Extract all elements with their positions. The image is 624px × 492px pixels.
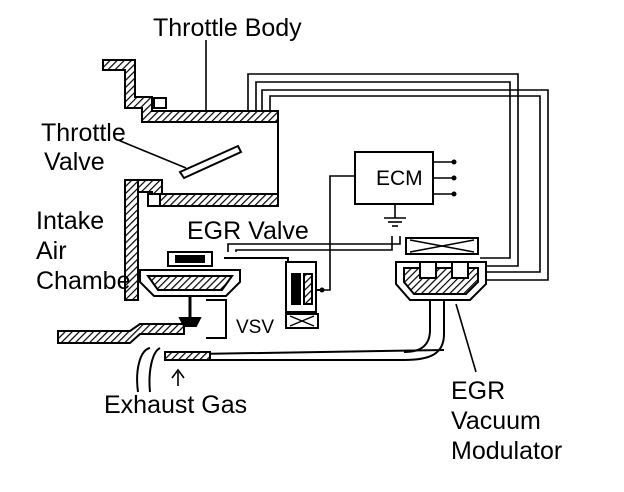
throttle-valve-label-line1: Throttle (41, 119, 126, 147)
egr-vacuum-modulator (210, 237, 487, 361)
intake-air-chamber-label-line1: Intake (36, 207, 105, 235)
throttle-valve-label-line2: Valve (44, 148, 105, 176)
throttle-valve-plate (117, 139, 243, 180)
intake-duct (102, 59, 279, 301)
leader-lines (171, 303, 477, 386)
egr-vacuum-modulator-label-line2: Vacuum (451, 407, 541, 435)
vsv-label: VSV (236, 317, 275, 338)
egr-valve-label: EGR Valve (187, 217, 309, 245)
intake-air-chamber-label-line3: Chambe (36, 267, 131, 295)
vacuum-hoses (227, 73, 549, 281)
ecm-unit (319, 151, 457, 293)
vsv-solenoid (285, 261, 322, 329)
egr-vacuum-modulator-label-line3: Modulator (451, 437, 563, 465)
egr-valve (139, 251, 289, 339)
exhaust-gas-label: Exhaust Gas (104, 391, 248, 419)
throttle-body-label: Throttle Body (153, 14, 302, 42)
egr-vacuum-modulator-label-line1: EGR (451, 377, 506, 405)
intake-air-chamber-label-line2: Air (36, 237, 67, 265)
exhaust-pipe (57, 323, 445, 393)
ecm-label: ECM (376, 167, 423, 190)
